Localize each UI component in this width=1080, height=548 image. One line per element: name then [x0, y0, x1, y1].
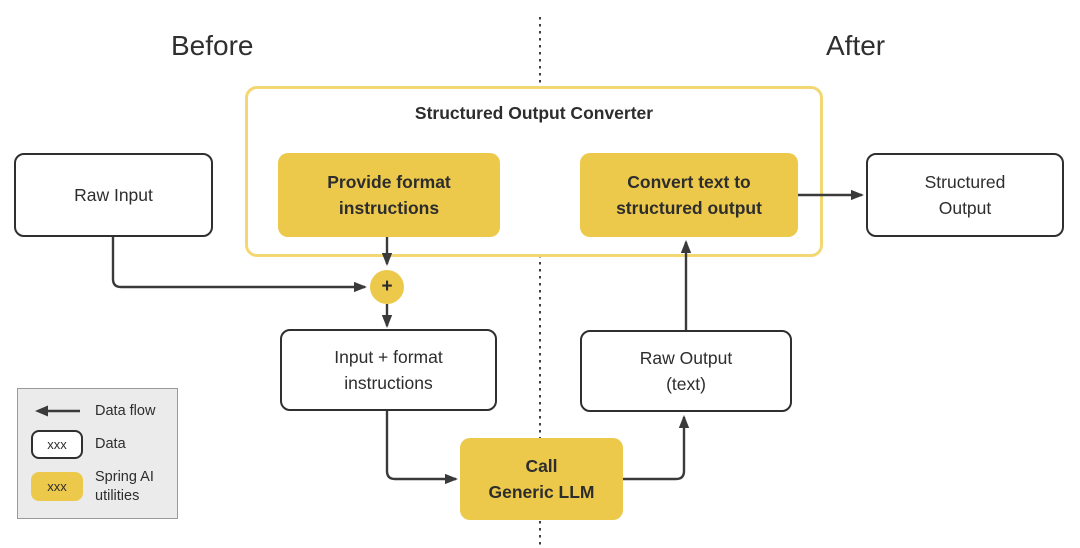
merge-plus-node: + [370, 270, 404, 304]
converter-title: Structured Output Converter [414, 103, 654, 123]
after-heading: After [826, 30, 886, 61]
input-plus-format-instructions-node: Input + format instructions [280, 329, 497, 411]
structured-output-node: Structured Output [866, 153, 1064, 237]
provide-format-instructions-node: Provide format instructions [278, 153, 500, 237]
arrow-call-llm-to-raw-output [623, 415, 690, 481]
call-generic-llm-node: Call Generic LLM [460, 438, 623, 520]
raw-output-text-node: Raw Output (text) [580, 330, 792, 412]
before-heading: Before [171, 30, 254, 61]
legend-row-spring-ai: xxx Spring AI utilities [29, 468, 169, 506]
data-sample-box-icon: xxx [31, 429, 83, 459]
legend-data-flow-label: Data flow [95, 403, 156, 419]
legend-row-data: xxx Data [29, 429, 169, 459]
arrow-input-format-to-call-llm [385, 411, 458, 485]
legend-box: Data flow xxx Data xxx Spring AI utiliti… [17, 388, 178, 519]
legend-spring-ai-label: Spring AI utilities [95, 468, 154, 504]
legend-data-label: Data [95, 435, 126, 452]
convert-text-to-structured-output-node: Convert text to structured output [580, 153, 798, 237]
spring-ai-sample-box-icon: xxx [31, 472, 83, 502]
raw-input-node: Raw Input [14, 153, 213, 237]
data-flow-arrow-icon [29, 404, 85, 418]
legend-row-data-flow: Data flow [29, 402, 169, 421]
